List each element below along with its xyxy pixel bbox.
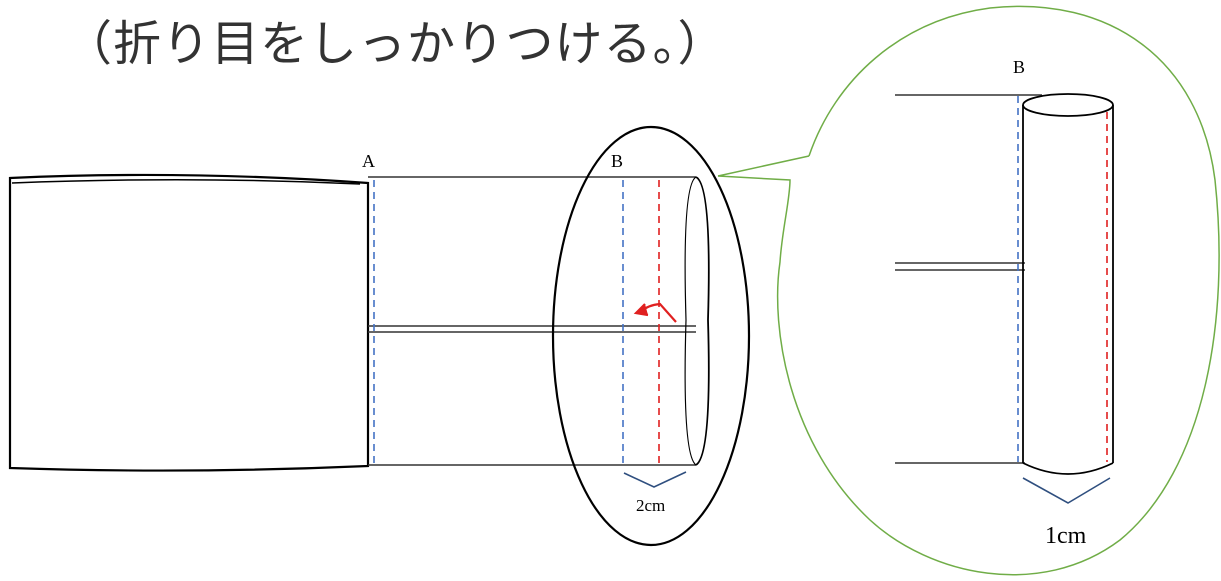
label-b: B <box>611 151 623 171</box>
zoom-cylinder <box>1022 93 1114 475</box>
label-a: A <box>362 151 375 171</box>
brace-1cm <box>1022 477 1111 504</box>
zoom-callout-pointer <box>717 155 810 177</box>
zoom-label-b: B <box>1013 57 1025 77</box>
rolled-end <box>684 176 710 466</box>
instruction-title: （折り目をしっかりつける。） <box>64 16 727 72</box>
fold-arrow <box>633 302 677 323</box>
left-panel <box>8 173 370 472</box>
zoom-callout-circle <box>717 5 1220 576</box>
zoom-strips <box>895 94 1042 464</box>
tube-strips <box>368 176 696 466</box>
focus-ellipse <box>551 125 751 547</box>
brace-2cm <box>623 471 687 488</box>
label-2cm: 2cm <box>636 496 665 515</box>
label-1cm: 1cm <box>1045 523 1087 549</box>
